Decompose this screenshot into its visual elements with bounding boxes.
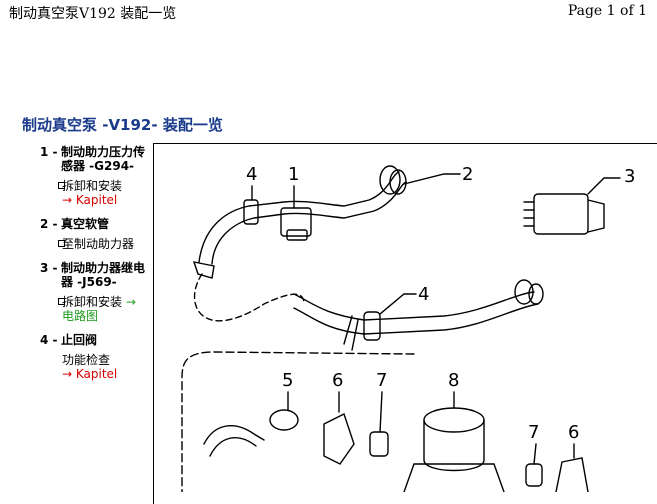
callout-4b: 4 [418,284,430,305]
grommet-6b [555,457,589,492]
bullet-square-icon [40,237,62,251]
bullet-square-icon [40,295,62,323]
list-item-part-4: 4 - 止回阀 功能检查 → Kapitel [40,333,148,381]
callout-6: 6 [332,370,344,391]
check-valve-middle [363,311,381,341]
kapitel-link[interactable]: → Kapitel [62,193,118,207]
list-item-part-1: 1 - 制动助力压力传感器 -G294- 拆卸和安装 → Kapitel [40,145,148,207]
callout-6b: 6 [568,422,580,443]
callout-3: 3 [624,166,636,187]
callout-4: 4 [246,164,258,185]
assembly-diagram: 4 1 2 3 4 5 6 7 8 7 6 [153,143,657,504]
clamp-5 [269,409,299,431]
parts-list: 1 - 制动助力压力传感器 -G294- 拆卸和安装 → Kapitel 2 -… [40,145,148,391]
part-number: 3 - [40,261,58,275]
part-action: 功能检查 [62,353,111,367]
part-action: 至制动助力器 [62,237,135,251]
callout-7b: 7 [528,422,540,443]
pressure-sensor [280,207,312,237]
part-action: 拆卸和安装 [62,179,123,193]
header-document-title: 制动真空泵V192 装配一览 [9,6,177,22]
part-name: 制动助力器继电器 -J569- [61,261,146,289]
part-name: 止回阀 [61,333,98,347]
kapitel-link[interactable]: → Kapitel [62,367,118,381]
part-name: 真空软管 [61,217,110,231]
page-title: 制动真空泵 -V192- 装配一览 [22,116,223,134]
header-page-number: Page 1 of 1 [567,3,647,19]
part-name: 制动助力压力传感器 -G294- [61,145,146,173]
assembly-drawing [181,165,621,492]
circuit-diagram-link[interactable]: → 电路图 [62,295,136,323]
callout-8: 8 [448,370,460,391]
bushing-7b [525,463,543,487]
bushing-7 [369,431,389,457]
part-number: 1 - [40,145,58,159]
callout-2: 2 [462,164,474,185]
part-action: 拆卸和安装 [62,295,123,309]
part-number: 2 - [40,217,58,231]
callout-1: 1 [288,164,300,185]
bullet-square-icon [40,179,62,207]
relay-housing [533,193,589,235]
list-item-part-2: 2 - 真空软管 至制动助力器 [40,217,148,251]
check-valve-upper [243,199,259,225]
vacuum-pump-top [423,407,485,433]
part-number: 4 - [40,333,58,347]
callout-7: 7 [376,370,388,391]
list-item-part-3: 3 - 制动助力器继电器 -J569- 拆卸和安装 → 电路图 [40,261,148,323]
callout-5: 5 [282,370,294,391]
grommet-6 [323,413,355,465]
